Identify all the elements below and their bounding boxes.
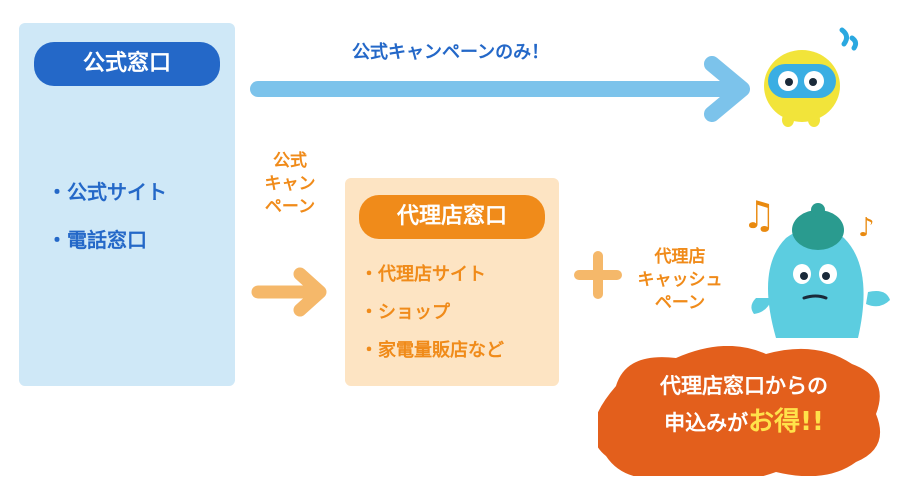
vertical-label-line-3: ペーン: [264, 197, 316, 217]
agency-window-title: 代理店窓口: [359, 195, 545, 239]
speech-bubble: [598, 346, 880, 476]
list-item-agency-site: 代理店サイト: [360, 256, 504, 294]
bubble-line-1: 代理店窓口からの: [660, 374, 828, 398]
svg-text:♪: ♪: [858, 213, 875, 243]
svg-text:♫: ♫: [742, 193, 776, 237]
blue-mascot-icon: ♫ ♪: [742, 193, 890, 338]
bubble-line-2-emphasis: お得!!: [748, 407, 824, 437]
cashback-label-line-1: 代理店: [654, 247, 706, 267]
plus-icon: [574, 251, 622, 299]
cashback-label-line-3: ペーン: [654, 293, 706, 313]
list-item-shop: ショップ: [360, 294, 504, 332]
speech-bubble-text: 代理店窓口からの 申込みがお得!!: [616, 368, 872, 441]
bubble-line-2: 申込みがお得!!: [616, 404, 872, 441]
official-campaign-label: 公式キャンペーンのみ！: [352, 42, 550, 63]
yellow-mascot-icon: [764, 27, 859, 127]
official-campaign-arrow: [250, 56, 750, 122]
bubble-line-2-prefix: 申込みが: [664, 411, 749, 435]
vertical-label-line-1: 公式: [273, 151, 307, 171]
official-window-title: 公式窓口: [34, 42, 220, 86]
list-item-electronics-store: 家電量販店など: [360, 332, 504, 370]
official-window-list: 公式サイト 電話窓口: [47, 168, 167, 264]
cashback-label-line-2: キャッシュ: [637, 270, 723, 290]
to-agency-arrow: [251, 267, 327, 317]
vertical-label-line-2: キャン: [264, 174, 316, 194]
list-item-official-site: 公式サイト: [47, 168, 167, 216]
agency-cashback-label: 代理店 キャッシュ ペーン: [628, 246, 732, 315]
agency-window-list: 代理店サイト ショップ 家電量販店など: [360, 256, 504, 370]
official-campaign-vertical-label: 公式 キャン ペーン: [250, 150, 330, 219]
list-item-phone-window: 電話窓口: [47, 216, 167, 264]
